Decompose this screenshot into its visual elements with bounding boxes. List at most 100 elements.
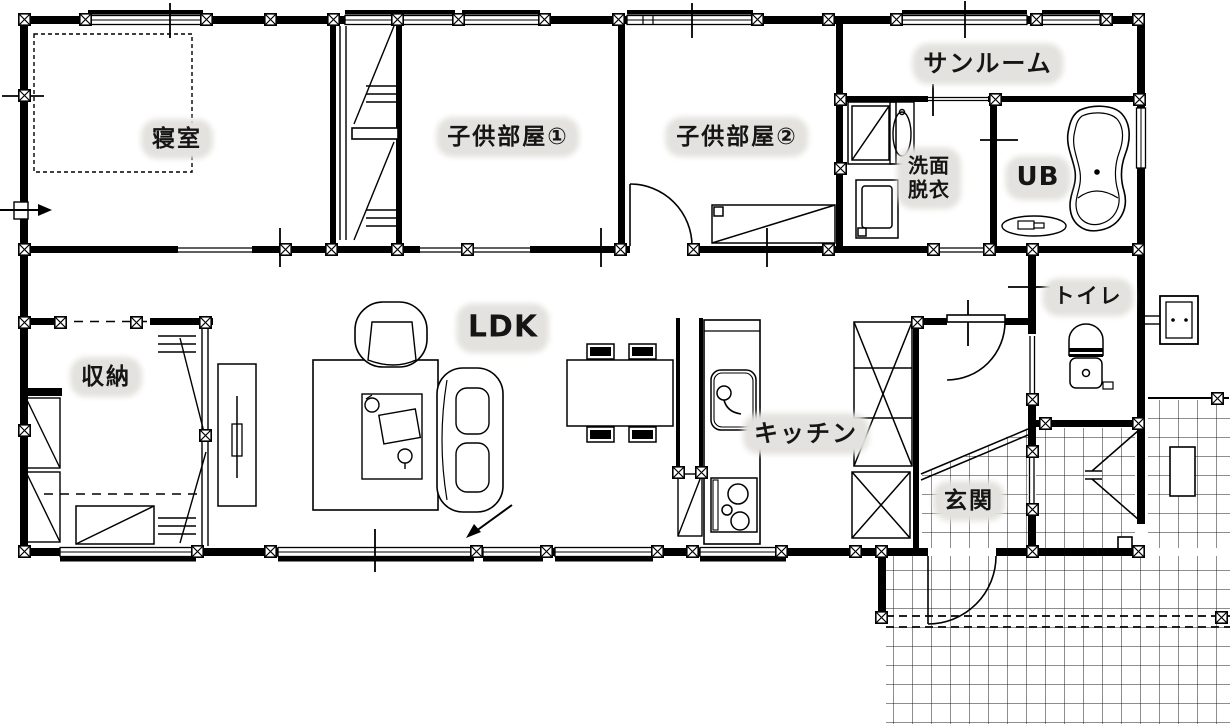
window-south-dining: [554, 546, 654, 562]
pillar-mark: [1216, 612, 1227, 623]
room-label-unit-bath: UB: [1011, 162, 1065, 194]
pillar-mark: [850, 546, 861, 557]
pillar-mark: [539, 14, 550, 25]
pillar-mark: [1134, 94, 1145, 105]
wall-kitchen-partition-a: [676, 318, 680, 468]
pillar-mark: [200, 430, 211, 441]
wall-mid-d: [692, 246, 932, 253]
wall-mid-c: [530, 246, 630, 253]
vanity-sink: [889, 101, 915, 165]
pillar-mark: [1027, 446, 1038, 457]
airflow-arrow-west: [0, 201, 52, 220]
doors: [629, 183, 1140, 625]
wall-kids2-washroom: [836, 20, 843, 252]
wall-kids1-kids2: [618, 20, 625, 252]
window-south-storage: [59, 546, 197, 562]
pillar-mark: [835, 163, 846, 174]
pillar-mark: [687, 546, 698, 557]
storage-box: [75, 505, 155, 545]
bed: [33, 33, 193, 173]
wall-mid-e: [990, 246, 1143, 253]
sunroom-opening: [928, 96, 988, 102]
pillar-mark: [776, 546, 787, 557]
pillar-mark: [823, 14, 834, 25]
pillar-mark: [928, 244, 939, 255]
tv-board: [217, 363, 257, 507]
gas-stove: [710, 477, 758, 533]
pillar-mark: [265, 546, 276, 557]
bath-folding-door: [1001, 215, 1067, 237]
kids2-swing-door: [629, 183, 693, 247]
wall-entrance-south-b: [996, 548, 1143, 556]
pillar-mark: [984, 244, 995, 255]
pillar-mark: [453, 14, 464, 25]
pillar-mark: [1031, 14, 1042, 25]
pillar-mark: [326, 244, 337, 255]
room-label-bedroom: 寝室: [147, 124, 207, 154]
bedroom-sliding-door: [178, 247, 252, 253]
pillar-mark: [80, 14, 91, 25]
wall-entrance-west: [913, 322, 919, 548]
wall-east: [1137, 16, 1145, 426]
kids1-sliding-door: [420, 247, 530, 253]
room-label-sunroom: サンルーム: [918, 49, 1058, 79]
pillar-mark: [613, 14, 624, 25]
room-label-washroom: 洗面 脱衣: [903, 153, 955, 203]
dining-chair: [586, 426, 615, 443]
bedroom-closet: [339, 25, 399, 241]
wall-storage-stub: [20, 388, 62, 396]
wall-closet-kids1: [396, 20, 402, 252]
pillar-mark: [280, 244, 291, 255]
pillar-mark: [392, 14, 403, 25]
pillar-mark: [1212, 393, 1223, 404]
dining-table: [566, 359, 674, 427]
wall-washroom-ub: [990, 96, 997, 248]
dining-chair: [586, 343, 615, 360]
pillar-mark: [19, 546, 30, 557]
pillar-mark: [19, 317, 30, 328]
wall-mid-a: [20, 246, 178, 253]
entrance-front-door-gap: [1028, 458, 1035, 504]
wall-storage-top-b: [150, 318, 213, 325]
wall-entrance-north-a: [919, 318, 947, 325]
pillar-mark: [19, 14, 30, 25]
pillar-mark: [265, 14, 276, 25]
wall-sunroom-south-a: [843, 96, 928, 102]
toilet-pocket-door: [1029, 336, 1036, 394]
annotation-arrows: [0, 201, 513, 538]
dining-chair: [628, 343, 657, 360]
porch-eave-dashed-lines: [886, 615, 1230, 628]
wall-kitchen-partition-b: [699, 318, 703, 468]
pillar-mark: [200, 317, 211, 328]
room-label-kids-room-2: 子供部屋②: [671, 122, 803, 152]
sliding-door-openings: [178, 96, 1036, 504]
pillar-mark: [835, 94, 846, 105]
room-label-storage: 収納: [76, 362, 136, 392]
storage-left-panels: [25, 397, 61, 543]
dining-set: [566, 343, 674, 443]
pillar-mark: [696, 467, 707, 478]
pillar-mark: [131, 317, 142, 328]
pillar-mark: [19, 425, 30, 436]
porch-step-stone: [1169, 446, 1196, 497]
toilet-bowl: [1068, 323, 1114, 390]
dining-chair: [628, 426, 657, 443]
pillar-mark: [673, 467, 684, 478]
pillar-mark: [1133, 14, 1144, 25]
window-north-ub: [1041, 10, 1101, 26]
entrance-step-line: [920, 428, 1029, 481]
room-label-toilet: トイレ: [1048, 284, 1128, 310]
pantry-shelf: [853, 321, 913, 467]
wall-west: [20, 16, 28, 556]
pillar-mark: [688, 244, 699, 255]
pillar-mark: [192, 546, 203, 557]
window-south-ldk-large: [277, 546, 475, 562]
bathtub: [1066, 105, 1130, 232]
refrigerator-space: [851, 471, 911, 539]
pillar-mark: [1027, 504, 1038, 515]
porch-swing-door: [927, 555, 997, 625]
entrance-hall-swing-door: [946, 314, 1006, 381]
armchair: [354, 301, 428, 368]
room-label-entrance: 玄関: [939, 486, 999, 516]
